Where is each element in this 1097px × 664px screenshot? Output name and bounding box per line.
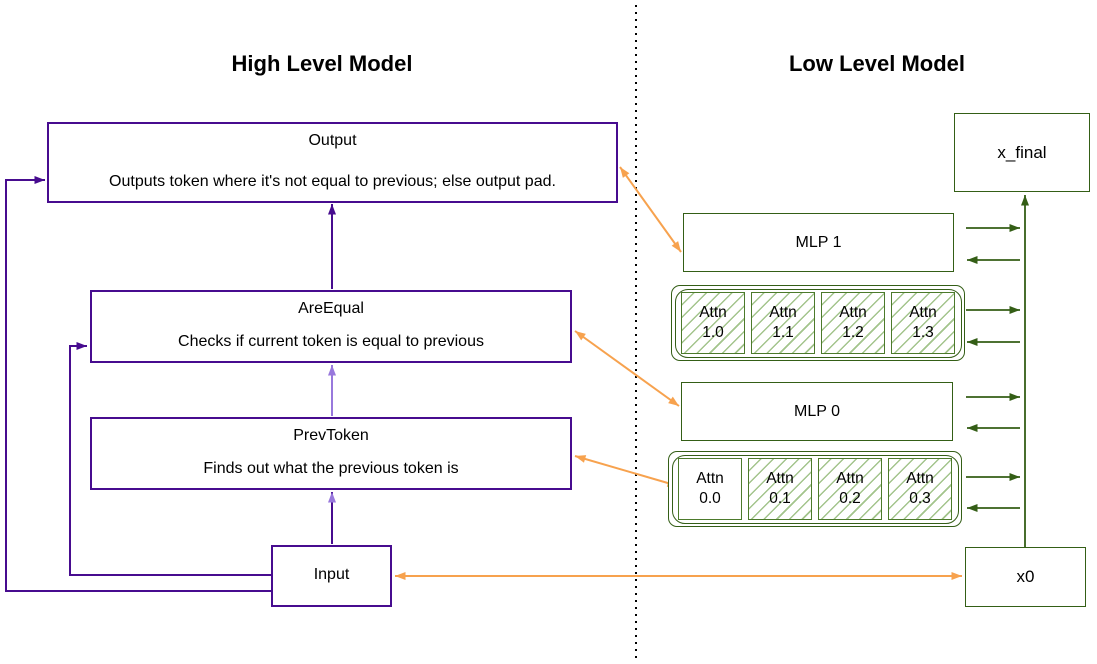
attn-0-2-num: 0.2: [839, 490, 861, 507]
xfinal-label: x_final: [997, 142, 1047, 162]
attn-0-3-num: 0.3: [909, 490, 931, 507]
attn-1-0-num: 1.0: [702, 324, 724, 341]
input-box: Input: [271, 545, 392, 607]
output-box-title: Output: [308, 132, 357, 149]
wire-input-to-areequal: [69, 342, 271, 576]
attn-1-3-num: 1.3: [912, 324, 934, 341]
prevtoken-box-title: PrevToken: [293, 427, 369, 444]
attn-1-2-num: 1.2: [842, 324, 864, 341]
attn-0-3-box: Attn 0.3: [888, 458, 952, 520]
output-box: Output Outputs token where it's not equa…: [47, 122, 618, 203]
arrow-areequal-mlp0: [574, 330, 680, 407]
high-level-title: High Level Model: [231, 51, 413, 76]
xfinal-box: x_final: [954, 113, 1090, 192]
attn-1-3-box: Attn 1.3: [891, 292, 955, 354]
attn-1-2-box: Attn 1.2: [821, 292, 885, 354]
attn-1-1-word: Attn: [769, 303, 797, 321]
attn-layer0-group: Attn 0.0 Attn 0.1 Attn 0.2 Attn 0.3: [668, 451, 962, 527]
attn-0-0-word: Attn: [696, 469, 724, 487]
arrow-prevtoken-attn0: [574, 455, 679, 487]
attn-layer0-inner: Attn 0.0 Attn 0.1 Attn 0.2 Attn 0.3: [671, 454, 959, 524]
attn-0-1-box: Attn 0.1: [748, 458, 812, 520]
attn-0-2-box: Attn 0.2: [818, 458, 882, 520]
attn-1-0-box: Attn 1.0: [681, 292, 745, 354]
mlp0-label: MLP 0: [794, 402, 840, 420]
mlp0-box: MLP 0: [681, 382, 953, 441]
mlp1-box: MLP 1: [683, 213, 954, 272]
attn-1-1-num: 1.1: [772, 324, 794, 341]
attn-0-0-num: 0.0: [699, 490, 721, 507]
attn-0-0-box: Attn 0.0: [678, 458, 742, 520]
wire-input-to-output: [5, 176, 271, 592]
output-box-desc: Outputs token where it's not equal to pr…: [109, 173, 556, 190]
arrow-output-mlp1: [619, 166, 682, 253]
low-level-title: Low Level Model: [788, 51, 966, 76]
attn-layer1-group: Attn 1.0 Attn 1.1 Attn 1.2 Attn 1.3: [671, 285, 965, 361]
input-box-title: Input: [313, 566, 350, 583]
attn-0-2-word: Attn: [836, 469, 864, 487]
attn-0-1-num: 0.1: [769, 490, 791, 507]
attn-1-3-word: Attn: [909, 303, 937, 321]
x0-label: x0: [1016, 567, 1035, 586]
areequal-box-title: AreEqual: [298, 300, 364, 317]
attn-1-2-word: Attn: [839, 303, 867, 321]
attn-layer1-inner: Attn 1.0 Attn 1.1 Attn 1.2 Attn 1.3: [674, 288, 962, 358]
attn-1-1-box: Attn 1.1: [751, 292, 815, 354]
prevtoken-box: PrevToken Finds out what the previous to…: [90, 417, 572, 490]
mlp1-label: MLP 1: [795, 233, 842, 251]
attn-0-3-word: Attn: [906, 469, 934, 487]
areequal-box-desc: Checks if current token is equal to prev…: [178, 333, 484, 350]
x0-box: x0: [965, 547, 1086, 607]
areequal-box: AreEqual Checks if current token is equa…: [90, 290, 572, 363]
prevtoken-box-desc: Finds out what the previous token is: [203, 460, 459, 477]
attn-1-0-word: Attn: [699, 303, 727, 321]
attn-0-1-word: Attn: [766, 469, 794, 487]
